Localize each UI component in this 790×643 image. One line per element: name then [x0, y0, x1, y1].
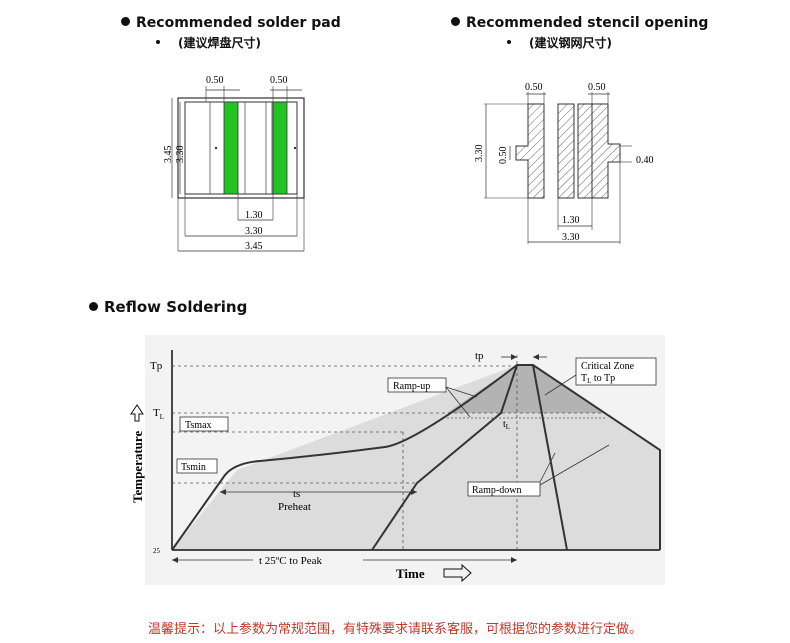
stencil-dim-right: 0.40	[636, 155, 654, 166]
solder-pad-subtitle: (建议焊盘尺寸)	[156, 34, 261, 51]
right-pad	[272, 101, 288, 195]
t25-label: t 25ºC to Peak	[259, 555, 322, 567]
critical-zone-label: Critical Zone	[581, 361, 635, 372]
y-min-label: 25	[153, 547, 161, 555]
ramp-down-label: Ramp-down	[472, 485, 521, 496]
footer-note: 温馨提示：以上参数为常规范围，有特殊要求请联系客服，可根据您的参数进行定做。	[147, 622, 642, 637]
y-axis-title: Temperature	[130, 431, 145, 503]
stencil-dim-bottom-total: 3.30	[562, 232, 580, 243]
tsmin-label: Tsmin	[181, 462, 206, 473]
dim-left-outer: 3.45	[163, 146, 174, 164]
stencil-title: Recommended stencil opening	[451, 15, 708, 31]
stencil-dim-notch: 0.50	[498, 147, 509, 165]
dim-top-right: 0.50	[270, 75, 288, 86]
dim-top-left: 0.50	[206, 75, 224, 86]
bullet-icon	[121, 17, 130, 26]
tsmax-label: Tsmax	[185, 420, 212, 431]
preheat-label: Preheat	[278, 501, 311, 513]
dim-bottom-inner: 3.30	[245, 226, 263, 237]
reflow-profile-chart: Tp TL 25 Temperature Tsmax Tsmin tp tL t…	[130, 335, 665, 585]
reflow-title: Reflow Soldering	[89, 298, 247, 316]
tp-label: Tp	[150, 360, 163, 372]
stencil-dim-bottom-gap: 1.30	[562, 215, 580, 226]
left-pad	[223, 101, 239, 195]
dim-bottom-gap: 1.30	[245, 210, 263, 221]
stencil-subtitle: (建议钢网尺寸)	[507, 34, 612, 51]
critical-zone-range-label: TL to Tp	[581, 373, 615, 385]
tl-label: TL	[153, 407, 164, 421]
stencil-drawing: 0.50 0.50 3.30 0.50 0.40 1.30 3.30	[474, 82, 654, 244]
bullet-icon	[507, 40, 511, 44]
ramp-up-label: Ramp-up	[393, 381, 430, 392]
stencil-dim-top-left: 0.50	[525, 82, 543, 93]
ts-label: ts	[293, 488, 300, 500]
dim-left-inner: 3.30	[175, 146, 186, 164]
dim-bottom-outer: 3.45	[245, 241, 263, 252]
right-arrow-icon	[443, 563, 472, 583]
solder-pad-title: Recommended solder pad	[121, 15, 341, 31]
stencil-dim-left: 3.30	[474, 145, 485, 163]
tl-time-label: tL	[503, 419, 510, 431]
bullet-icon	[156, 40, 160, 44]
bullet-icon	[89, 302, 98, 311]
stencil-dim-top-right: 0.50	[588, 82, 606, 93]
up-arrow-icon	[130, 404, 144, 422]
solder-pad-drawing: 0.50 0.50 3.45 3.30 1.30 3.30 3.45	[163, 75, 305, 252]
bullet-icon	[451, 17, 460, 26]
x-axis-title: Time	[396, 566, 425, 581]
tp-time-label: tp	[475, 350, 484, 362]
